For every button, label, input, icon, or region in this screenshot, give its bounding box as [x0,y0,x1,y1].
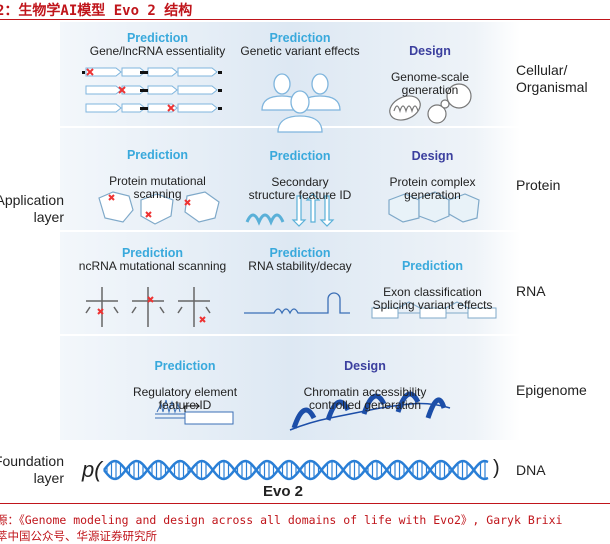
foundation-layer-label: Foundation layer [0,453,64,486]
trna-icons [85,287,211,327]
cell-text: Chromatin accessibility controlled gener… [303,385,427,412]
level-protein: Protein [516,177,561,193]
source-line-1: 源：《Genome modeling and design across all… [0,513,563,527]
cell-ncrna-scanning: Prediction ncRNA mutational scanning [70,247,235,273]
figure-title: 2：生物学AI模型 Evo 2 结构 [0,3,193,19]
cell-rna-stability: Prediction RNA stability/decay [240,247,360,273]
band-epigenome [60,336,520,440]
application-layer-label: Application layer [0,192,64,225]
people-icon [261,73,341,133]
cell-text: Gene/lncRNA essentiality [89,44,226,58]
cell-text: Regulatory element feature ID [132,385,238,412]
cell-gene-essentiality: Prediction Gene/lncRNA essentiality [70,32,245,58]
cell-text: Exon classification Splicing variant eff… [372,285,493,312]
level-rna: RNA [516,283,546,299]
cell-text: ncRNA mutational scanning [78,259,227,273]
cell-kind: Prediction [269,31,331,45]
cell-kind: Prediction [126,31,189,45]
dna-label: DNA [516,462,546,478]
dna-base-pairs [106,461,486,479]
protein-blobs-icon [98,191,220,225]
cell-organelle-icon [389,83,472,124]
cell-kind: Prediction [269,246,331,260]
cell-kind: Design [409,44,451,58]
model-name: Evo 2 [263,483,304,500]
cell-kind: Prediction [126,148,189,162]
cell-kind: Prediction [121,246,184,260]
rna-hairpin-icon [244,292,350,315]
regulatory-element-icon [155,399,234,425]
cell-kind: Design [411,149,454,163]
source-line-2: 萃中国公众号、华源证券研究所 [0,529,157,543]
cell-kind: Prediction [269,149,331,163]
cell-text: Genetic variant effects [240,44,360,58]
protein-complex-icon [388,191,480,223]
cell-text: Protein mutational scanning [109,174,206,201]
cell-genome-generation: Design Genome-scale generation [375,32,485,97]
cell-exon-classification: Prediction Exon classification Splicing … [365,247,500,312]
cell-text: Secondary structure feature ID [248,175,352,202]
footer-rule [0,503,610,504]
level-cellular: Cellular/ Organismal [516,62,588,95]
cell-text: Protein complex generation [389,175,476,202]
nucleosome-icon [289,391,451,431]
cell-kind: Prediction [154,359,216,373]
title-rule [0,19,610,20]
cell-protein-complex: Design Protein complex generation [375,137,490,202]
cell-text: Genome-scale generation [390,70,470,97]
cell-kind: Design [344,359,386,373]
cell-secondary-structure: Prediction Secondary structure feature I… [235,137,365,202]
dna-helix-icon [103,459,489,481]
gene-track-icon [82,67,222,113]
level-epigenome: Epigenome [516,382,587,398]
cell-protein-scanning: Prediction Protein mutational scanning [90,136,225,201]
exon-splicing-icon [371,301,497,319]
cell-text: RNA stability/decay [248,259,352,273]
cell-variant-effects: Prediction Genetic variant effects [230,32,370,58]
helix-sheet-icon [245,193,335,227]
cell-chromatin-accessibility: Design Chromatin accessibility controlle… [295,347,435,412]
model-close: ) [493,457,500,479]
cell-kind: Prediction [401,259,464,273]
cell-regulatory-element: Prediction Regulatory element feature ID [130,347,240,412]
model-p: p( [82,457,102,482]
